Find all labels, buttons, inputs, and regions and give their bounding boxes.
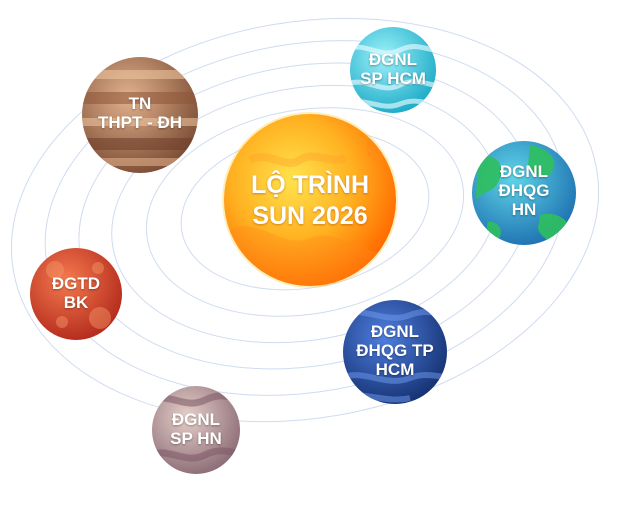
dgnl-sp-hn-line1: ĐGNL [171,410,221,429]
planet-dgnl-dhqg-hn[interactable] [472,141,576,245]
sun-label-line2: SUN 2026 [252,202,368,231]
tn-thpt-dh-line1: TN [128,94,152,113]
planet-dgtd-bk[interactable] [30,248,122,340]
dgnl-sp-hn-label[interactable]: ĐGNL SP HN [152,410,240,448]
dgtd-bk-line2: BK [63,293,89,313]
dgnl-dhqg-tp-hcm-line3: HCM [375,360,415,380]
dgnl-dhqg-hn-line2: ĐHQG [498,181,550,201]
dgtd-bk-label[interactable]: ĐGTD BK [30,274,122,312]
dgnl-sp-hcm-line2: SP HCM [360,69,426,89]
dgnl-dhqg-tp-hcm-line1: ĐGNL [370,322,420,341]
dgnl-sp-hcm-label[interactable]: ĐGNL SP HCM [345,50,441,88]
tn-thpt-dh-label[interactable]: TN THPT - ĐH [82,94,198,132]
dgnl-dhqg-hn-line1: ĐGNL [499,162,549,181]
planet-tn-thpt-dh[interactable] [80,57,200,173]
orbit-ring [145,107,465,317]
dgnl-dhqg-hn-line3: HN [511,200,537,220]
sun-label[interactable]: LỘ TRÌNH SUN 2026 [224,170,396,233]
dgnl-sp-hn-line2: SP HN [170,429,222,449]
tn-thpt-dh-line2: THPT - ĐH [97,113,183,133]
dgnl-dhqg-tp-hcm-line2: ĐHQG TP [356,341,434,361]
dgtd-bk-line1: ĐGTD [51,274,101,293]
dgnl-sp-hcm-line1: ĐGNL [368,50,418,69]
sun-label-line1: LỘ TRÌNH [250,171,370,199]
dgnl-dhqg-tp-hcm-label[interactable]: ĐGNL ĐHQG TP HCM [343,322,447,379]
dgnl-dhqg-hn-label[interactable]: ĐGNL ĐHQG HN [474,162,574,219]
orbit-ring [10,17,600,423]
